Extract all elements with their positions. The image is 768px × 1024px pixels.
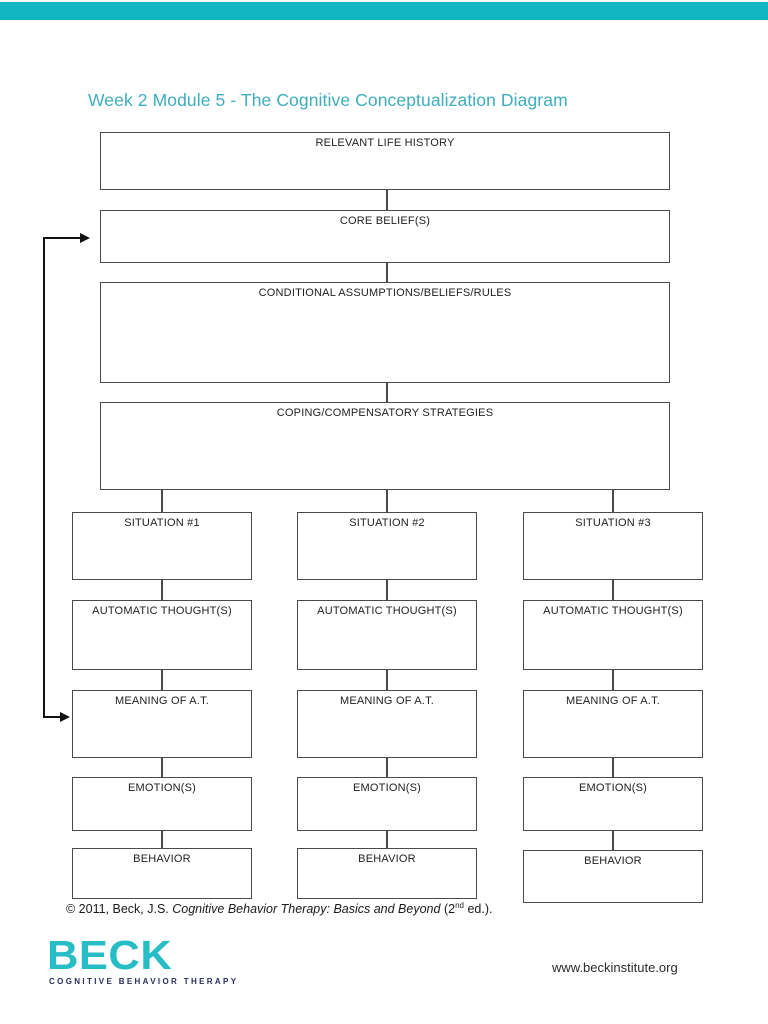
box-label: BEHAVIOR <box>358 853 416 865</box>
box-situation-2: SITUATION #2 <box>297 512 477 580</box>
connector-cs-situation3 <box>612 490 614 512</box>
box-label: RELEVANT LIFE HISTORY <box>315 137 455 149</box>
box-label: SITUATION #1 <box>124 517 200 529</box>
connector-col2-sit-at <box>386 580 388 600</box>
copyright-ordinal: nd <box>455 900 464 910</box>
connector-col3-at-mn <box>612 670 614 690</box>
box-label: SITUATION #3 <box>575 517 651 529</box>
connector-rlh-cb <box>386 190 388 210</box>
box-relevant-life-history: RELEVANT LIFE HISTORY <box>100 132 670 190</box>
box-automatic-thoughts-2: AUTOMATIC THOUGHT(S) <box>297 600 477 670</box>
connector-cb-ca <box>386 263 388 282</box>
box-label: EMOTION(S) <box>579 782 647 794</box>
box-label: CONDITIONAL ASSUMPTIONS/BELIEFS/RULES <box>258 287 512 299</box>
connector-col1-mn-em <box>161 758 163 777</box>
box-meaning-of-at-1: MEANING OF A.T. <box>72 690 252 758</box>
box-label: SITUATION #2 <box>349 517 425 529</box>
feedback-arrowhead-core-belief-icon <box>80 233 90 243</box>
box-label: EMOTION(S) <box>353 782 421 794</box>
copyright-suffix: ed.). <box>463 902 493 916</box>
page-title: Week 2 Module 5 - The Cognitive Conceptu… <box>88 90 568 110</box>
box-situation-3: SITUATION #3 <box>523 512 703 580</box>
feedback-arrow-top-segment <box>43 237 80 239</box>
connector-col3-mn-em <box>612 758 614 777</box>
box-emotions-2: EMOTION(S) <box>297 777 477 831</box>
connector-col1-at-mn <box>161 670 163 690</box>
box-core-beliefs: CORE BELIEF(S) <box>100 210 670 263</box>
box-label: AUTOMATIC THOUGHT(S) <box>543 605 683 617</box>
feedback-arrowhead-meaning-icon <box>60 712 70 722</box>
box-behavior-2: BEHAVIOR <box>297 848 477 899</box>
box-automatic-thoughts-1: AUTOMATIC THOUGHT(S) <box>72 600 252 670</box>
connector-col1-em-bh <box>161 831 163 848</box>
box-label: MEANING OF A.T. <box>565 695 661 707</box>
connector-cs-situation1 <box>161 490 163 512</box>
box-label: EMOTION(S) <box>128 782 196 794</box>
box-emotions-1: EMOTION(S) <box>72 777 252 831</box>
connector-col3-sit-at <box>612 580 614 600</box>
connector-col2-em-bh <box>386 831 388 848</box>
connector-col1-sit-at <box>161 580 163 600</box>
connector-ca-cs <box>386 383 388 402</box>
box-label: AUTOMATIC THOUGHT(S) <box>317 605 457 617</box>
box-meaning-of-at-3: MEANING OF A.T. <box>523 690 703 758</box>
copyright-paren: (2 <box>440 902 456 916</box>
box-behavior-1: BEHAVIOR <box>72 848 252 899</box>
box-label: AUTOMATIC THOUGHT(S) <box>92 605 232 617</box>
connector-col3-em-bh <box>612 831 614 850</box>
copyright-line: © 2011, Beck, J.S. Cognitive Behavior Th… <box>66 900 493 916</box>
website-url: www.beckinstitute.org <box>552 960 678 975</box>
box-label: CORE BELIEF(S) <box>339 215 431 227</box>
beck-logo: BECK <box>47 932 173 978</box>
box-automatic-thoughts-3: AUTOMATIC THOUGHT(S) <box>523 600 703 670</box>
connector-col2-at-mn <box>386 670 388 690</box>
box-emotions-3: EMOTION(S) <box>523 777 703 831</box>
beck-logo-subtitle: COGNITIVE BEHAVIOR THERAPY <box>49 977 239 986</box>
copyright-prefix: © 2011, Beck, J.S. <box>66 902 173 916</box>
box-label: BEHAVIOR <box>584 855 642 867</box>
copyright-book-title: Cognitive Behavior Therapy: Basics and B… <box>172 902 441 916</box>
box-situation-1: SITUATION #1 <box>72 512 252 580</box>
box-label: MEANING OF A.T. <box>339 695 435 707</box>
connector-cs-situation2 <box>386 490 388 512</box>
box-label: COPING/COMPENSATORY STRATEGIES <box>276 407 494 419</box>
box-meaning-of-at-2: MEANING OF A.T. <box>297 690 477 758</box>
box-coping-strategies: COPING/COMPENSATORY STRATEGIES <box>100 402 670 490</box>
box-label: BEHAVIOR <box>133 853 191 865</box>
feedback-arrow-bottom-segment <box>43 716 60 718</box>
feedback-arrow-spine <box>43 237 45 718</box>
box-label: MEANING OF A.T. <box>114 695 210 707</box>
connector-col2-mn-em <box>386 758 388 777</box>
top-accent-bar <box>0 2 768 20</box>
box-conditional-assumptions: CONDITIONAL ASSUMPTIONS/BELIEFS/RULES <box>100 282 670 383</box>
box-behavior-3: BEHAVIOR <box>523 850 703 903</box>
